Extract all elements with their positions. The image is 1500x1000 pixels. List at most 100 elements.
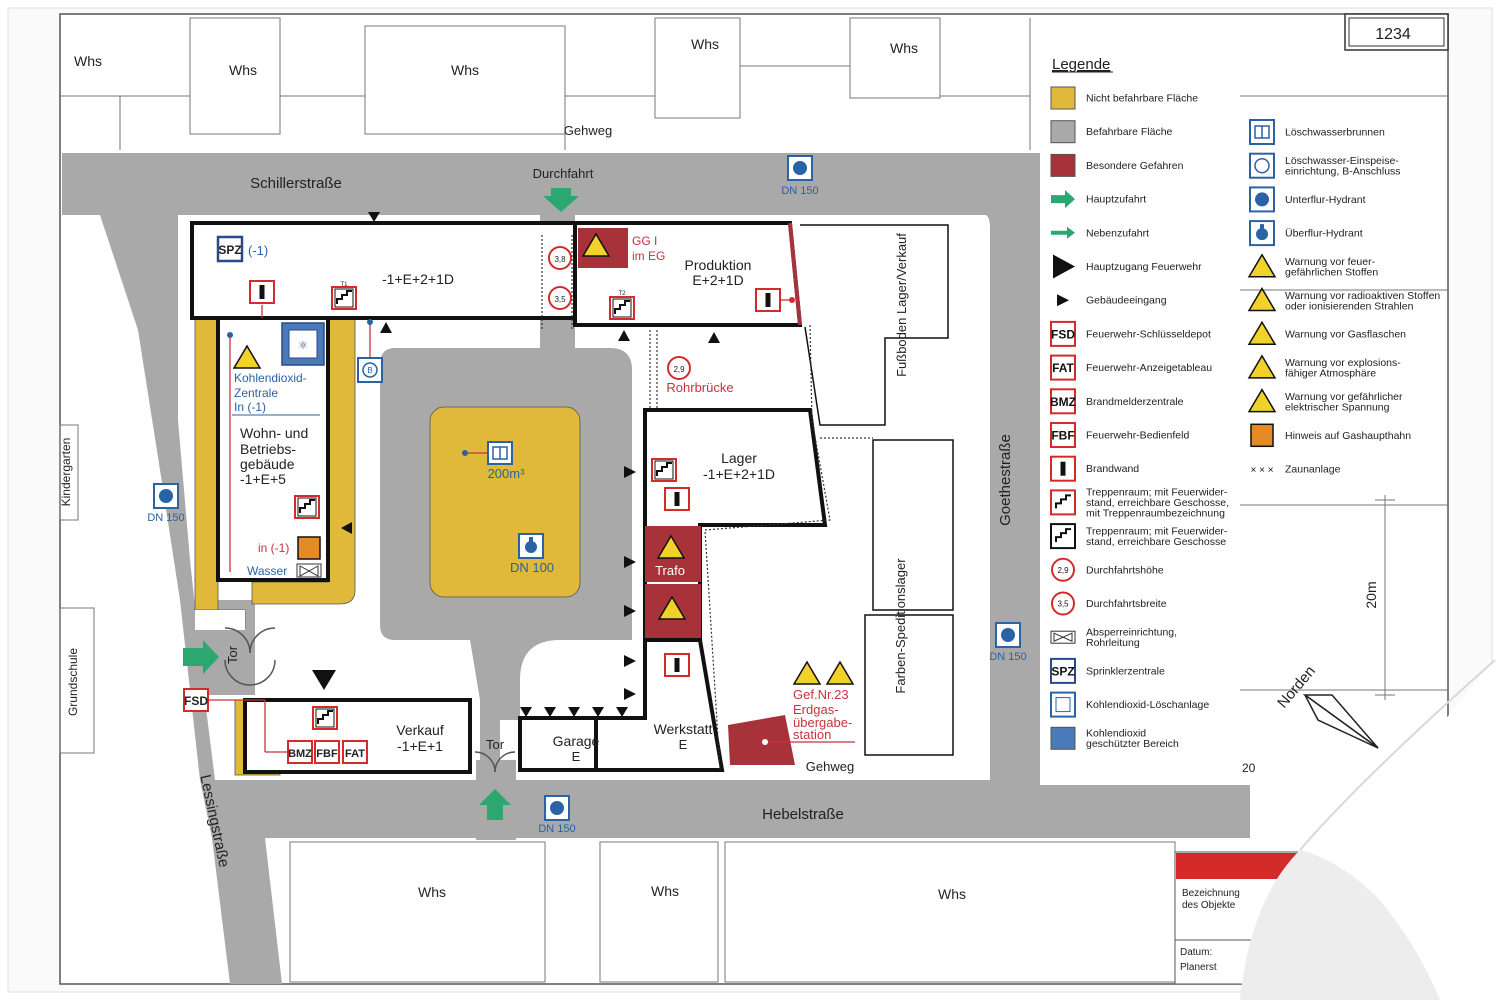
legend-item: Brandwand: [1050, 455, 1139, 482]
main-entrance-triangle-icon: [312, 670, 336, 690]
legend-item: Löschwasserbrunnen: [1249, 119, 1385, 145]
svg-text:⚛: ⚛: [298, 340, 308, 352]
gg-label: im EG: [632, 249, 665, 263]
titleblock-datum: Datum:: [1180, 947, 1212, 958]
legend-item-label: Unterflur-Hydrant: [1285, 194, 1366, 206]
whs-label: Whs: [74, 53, 102, 69]
gg-label: GG I: [632, 234, 657, 248]
legend-item: × × ×Zaunanlage: [1250, 464, 1340, 477]
whs-label: Whs: [418, 884, 446, 900]
legend-item-label: Besondere Gefahren: [1086, 160, 1184, 172]
sheet-number-box: 1234: [1344, 13, 1449, 51]
whs-label: Whs: [691, 36, 719, 52]
underground-hydrant-icon: [995, 622, 1021, 648]
legend-item: Überflur-Hydrant: [1249, 220, 1363, 247]
legend-item: Befahrbare Fläche: [1050, 120, 1173, 144]
water-well-icon: [1249, 119, 1275, 145]
legend-item-label: Nebenzufahrt: [1086, 227, 1149, 239]
svg-text:× × ×: × × ×: [1250, 465, 1273, 476]
legend-item-label: stand, erreichbare Geschosse,: [1086, 497, 1229, 509]
fbf-icon: FBF: [1050, 422, 1076, 448]
spz-label: SPZ: [218, 243, 241, 257]
main-entrance-triangle-icon: [1053, 254, 1075, 279]
svg-text:3,5: 3,5: [1057, 600, 1069, 609]
access-arrows: [183, 188, 579, 820]
stair-t2-label: T2: [618, 291, 626, 297]
svg-text:FBF: FBF: [1051, 429, 1074, 443]
kindergarten-label: Kindergarten: [59, 438, 73, 507]
flammable-warning-icon: [1247, 253, 1277, 278]
legend-item-label: gefährlichen Stoffen: [1285, 267, 1378, 279]
svg-text:3,8: 3,8: [554, 255, 566, 264]
stairwell-icon: [312, 706, 338, 730]
stair-t1-label: T1: [340, 282, 348, 288]
legend-item: 2,9 Durchfahrtshöhe: [1051, 557, 1164, 582]
shutoff-valve-icon: [1050, 630, 1076, 644]
main-access-arrow-icon: [183, 640, 219, 674]
stairwell-icon: [1050, 523, 1076, 550]
underground-hydrant-icon: [153, 483, 179, 509]
legend-item: Löschwasser-Einspeise-einrichtung, B-Ans…: [1249, 152, 1401, 179]
legend-item-label: Hinweis auf Gashaupthahn: [1285, 430, 1411, 442]
gates: [224, 627, 516, 773]
legend-item-label: Sprinklerzentrale: [1086, 665, 1165, 677]
whs-label: Whs: [651, 883, 679, 899]
legend-item-label: Treppenraum; mit Feuerwider-: [1086, 486, 1228, 498]
fence-icon: × × ×: [1250, 465, 1273, 476]
co2-system-icon: ⚛: [281, 322, 325, 366]
legend-item: Hauptzugang Feuerwehr: [1053, 254, 1202, 279]
legend-item: Absperreinrichtung,Rohrleitung: [1050, 626, 1177, 649]
entrance-triangles: [312, 212, 720, 717]
wohn-label: Betriebs-: [240, 441, 296, 457]
legend-item: Nebenzufahrt: [1051, 226, 1149, 239]
stairwell-labelled-icon: [1050, 489, 1076, 516]
yellow-area-swatch: [1050, 86, 1076, 110]
whs-label: Whs: [890, 40, 918, 56]
legend-item-label: mit Treppenraumbezeichnung: [1086, 507, 1225, 519]
legend-item-label: Löschwasser-Einspeise-: [1285, 155, 1399, 167]
tor-label: Tor: [486, 737, 505, 752]
svg-text:FAT: FAT: [1052, 361, 1074, 375]
legend-item-label: Gebäudeeingang: [1086, 295, 1167, 307]
clearance-height-icon: 2,9: [667, 356, 691, 380]
co2-zentrale-label: Kohlendioxid-: [234, 371, 307, 385]
legend-item-label: Feuerwehr-Schlüsseldepot: [1086, 328, 1211, 340]
sprinkler-icon: SPZ: [1050, 657, 1076, 684]
farben-label: Farben-Speditionslager: [893, 558, 908, 694]
sheet-number: 1234: [1375, 26, 1411, 43]
legend-item-label: Hauptzufahrt: [1086, 194, 1146, 206]
legend-item: Warnung vor explosions-fähiger Atmosphär…: [1247, 354, 1401, 380]
whs-label: Whs: [229, 62, 257, 78]
hydrant-label: DN 150: [538, 823, 575, 835]
main-access-arrow-icon: [479, 789, 511, 820]
water-inlet-icon: [357, 357, 383, 383]
svg-text:2,9: 2,9: [1057, 566, 1069, 575]
hydrant-label: DN 150: [781, 185, 818, 197]
legend-title: Legende: [1052, 56, 1110, 73]
legend-item: SPZ Sprinklerzentrale: [1050, 657, 1165, 684]
co2-zentrale-label: Zentrale: [234, 386, 278, 400]
gehweg-top: Gehweg: [564, 123, 612, 138]
hydrant-label: DN 150: [147, 512, 184, 524]
gas-tap-icon: [297, 536, 321, 560]
whs-label: Whs: [451, 62, 479, 78]
legend-item-label: Durchfahrtshöhe: [1086, 564, 1164, 576]
legend-item-label: Rohrleitung: [1086, 637, 1140, 649]
garage-label: Garage: [553, 733, 600, 749]
firewall-icon: [664, 653, 690, 677]
legend-item-label: oder ionisierenden Strahlen: [1285, 300, 1414, 312]
spz-floor: (-1): [248, 243, 268, 258]
radioactive-warning-icon: [1247, 287, 1277, 312]
produktion-label: Produktion: [685, 257, 752, 273]
legend-item: Warnung vor feuer-gefährlichen Stoffen: [1247, 253, 1378, 279]
legend-item: Warnung vor Gasflaschen: [1247, 320, 1406, 345]
street-goethe: Goethestraße: [997, 434, 1014, 526]
legend-item-label: Warnung vor Gasflaschen: [1285, 329, 1406, 341]
werkstatt-label: Werkstatt: [654, 721, 713, 737]
stairwell-icon: [651, 458, 677, 482]
main-access-arrow-icon: [543, 188, 579, 212]
